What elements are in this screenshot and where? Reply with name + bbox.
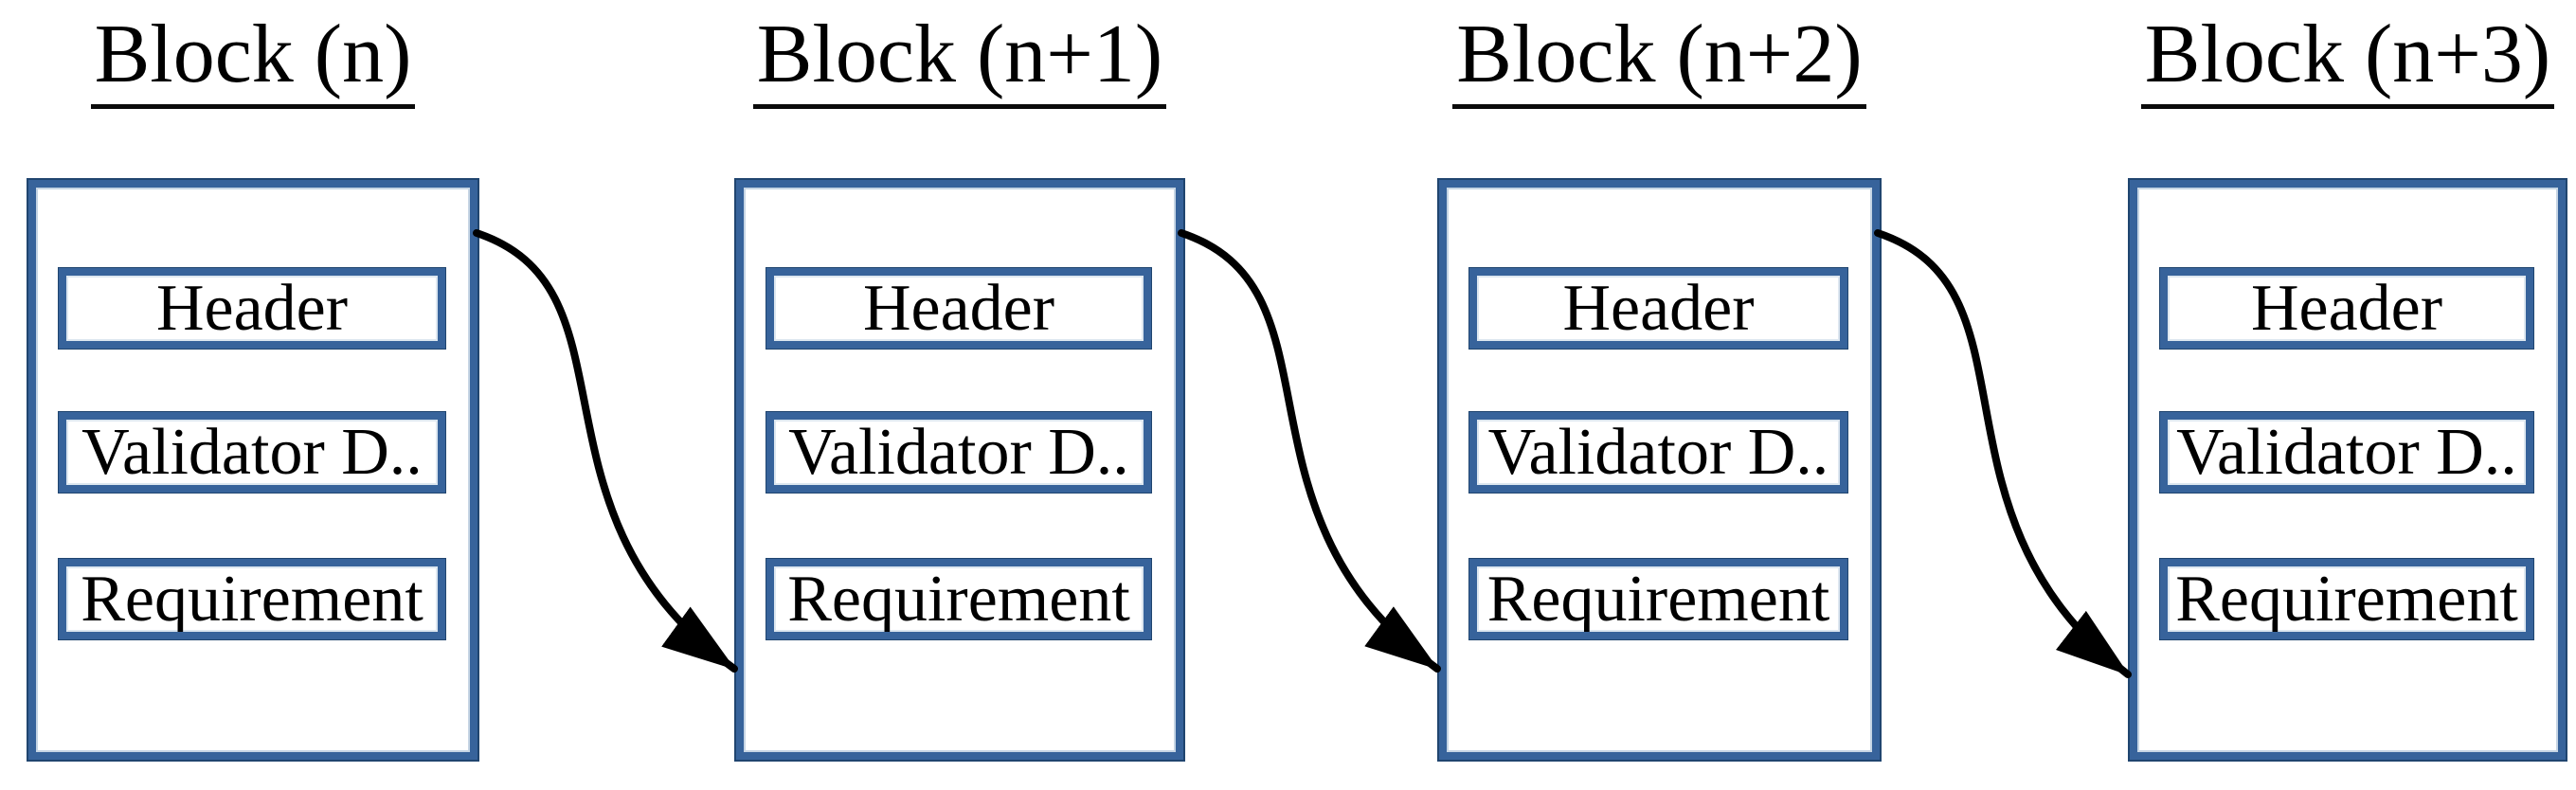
- block-title-text: Block (n+1): [752, 10, 1167, 110]
- block-n: Block (n) Header Validator D.. Requireme…: [28, 0, 477, 790]
- arrow-block-n2-to-n3: [1874, 229, 2132, 678]
- field-validator-details: Validator D..: [2160, 412, 2533, 493]
- block-box: Header Validator D.. Requirement: [1439, 180, 1880, 760]
- block-n-plus-3: Block (n+3) Header Validator D.. Require…: [2130, 0, 2566, 790]
- block-box: Header Validator D.. Requirement: [736, 180, 1183, 760]
- arrow-block-n-to-n1: [473, 229, 738, 673]
- field-header: Header: [59, 268, 445, 349]
- arrow-block-n1-to-n2: [1178, 229, 1441, 673]
- block-box: Header Validator D.. Requirement: [2130, 180, 2566, 760]
- block-title: Block (n+2): [1439, 10, 1880, 110]
- block-box: Header Validator D.. Requirement: [28, 180, 477, 760]
- field-header: Header: [1469, 268, 1847, 349]
- block-title: Block (n+3): [2130, 10, 2566, 110]
- block-n-plus-2: Block (n+2) Header Validator D.. Require…: [1439, 0, 1880, 790]
- block-title-text: Block (n): [90, 10, 416, 110]
- block-title-text: Block (n+2): [1452, 10, 1866, 110]
- field-requirement: Requirement: [2160, 559, 2533, 639]
- field-requirement: Requirement: [766, 559, 1151, 639]
- field-requirement: Requirement: [1469, 559, 1847, 639]
- field-header: Header: [766, 268, 1151, 349]
- field-validator-details: Validator D..: [59, 412, 445, 493]
- block-n-plus-1: Block (n+1) Header Validator D.. Require…: [736, 0, 1183, 790]
- field-header: Header: [2160, 268, 2533, 349]
- block-title: Block (n): [28, 10, 477, 110]
- field-validator-details: Validator D..: [1469, 412, 1847, 493]
- field-validator-details: Validator D..: [766, 412, 1151, 493]
- field-requirement: Requirement: [59, 559, 445, 639]
- block-title: Block (n+1): [736, 10, 1183, 110]
- block-title-text: Block (n+3): [2140, 10, 2555, 110]
